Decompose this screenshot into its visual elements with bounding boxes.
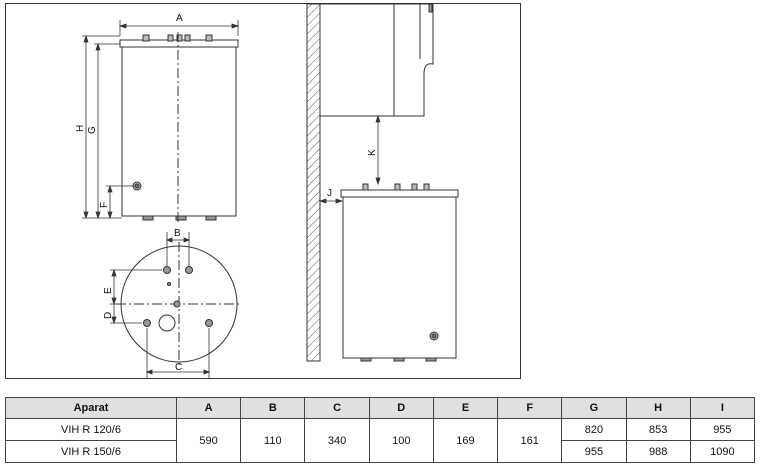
wall bbox=[306, 4, 321, 362]
dimension-B bbox=[165, 232, 191, 266]
cell-model: VIH R 120/6 bbox=[5, 418, 177, 441]
header-A: A bbox=[175, 397, 242, 419]
label-G: G bbox=[87, 126, 98, 134]
cell-G: 955 bbox=[561, 440, 627, 463]
dimension-J bbox=[318, 198, 344, 204]
tank-front-view bbox=[119, 32, 239, 222]
technical-drawing: A H G F bbox=[5, 3, 521, 379]
cell-H: 853 bbox=[625, 418, 691, 441]
header-aparat: Aparat bbox=[5, 397, 177, 419]
label-F: F bbox=[99, 202, 110, 208]
table-row: VIH R 120/6 590 110 340 100 169 161 820 … bbox=[5, 418, 756, 463]
label-A: A bbox=[176, 13, 183, 24]
header-D: D bbox=[368, 397, 434, 419]
header-E: E bbox=[432, 397, 499, 419]
cell-model: VIH R 150/6 bbox=[5, 440, 177, 463]
table-row: VIH R 150/6 955 988 1090 bbox=[5, 440, 756, 463]
label-D: D bbox=[103, 312, 114, 319]
dimension-C bbox=[145, 328, 211, 378]
label-E: E bbox=[103, 287, 114, 294]
cell-I: 1090 bbox=[689, 440, 756, 463]
boiler-unit bbox=[319, 4, 434, 117]
label-J: J bbox=[327, 188, 332, 199]
header-C: C bbox=[304, 397, 370, 419]
cell-I: 955 bbox=[689, 418, 756, 441]
dimensions-table: Aparat A B C D E F G H I VIH R 120/6 590… bbox=[5, 397, 756, 463]
dimension-A bbox=[118, 20, 240, 36]
header-F: F bbox=[497, 397, 563, 419]
tank-top-view bbox=[116, 242, 242, 366]
dimension-F bbox=[106, 184, 133, 220]
table-header-row: Aparat A B C D E F G H I bbox=[5, 397, 756, 419]
label-C: C bbox=[175, 362, 182, 373]
dimension-K bbox=[375, 114, 381, 186]
cell-A: 590 bbox=[175, 418, 242, 463]
dimension-drawing-svg: A H G F bbox=[75, 4, 459, 378]
cell-D: 100 bbox=[368, 418, 434, 463]
header-H: H bbox=[625, 397, 691, 419]
header-G: G bbox=[561, 397, 627, 419]
label-H: H bbox=[75, 125, 86, 132]
cell-C: 340 bbox=[304, 418, 370, 463]
cell-E: 169 bbox=[432, 418, 499, 463]
cell-F: 161 bbox=[497, 418, 563, 463]
dimension-H-G bbox=[82, 34, 122, 220]
label-B: B bbox=[174, 228, 181, 239]
header-I: I bbox=[689, 397, 756, 419]
cell-H: 988 bbox=[625, 440, 691, 463]
header-B: B bbox=[240, 397, 306, 419]
cell-B: 110 bbox=[240, 418, 306, 463]
dimension-E-D bbox=[110, 268, 162, 325]
cell-G: 820 bbox=[561, 418, 627, 441]
label-K: K bbox=[367, 149, 378, 156]
tank-side-view bbox=[340, 183, 459, 362]
